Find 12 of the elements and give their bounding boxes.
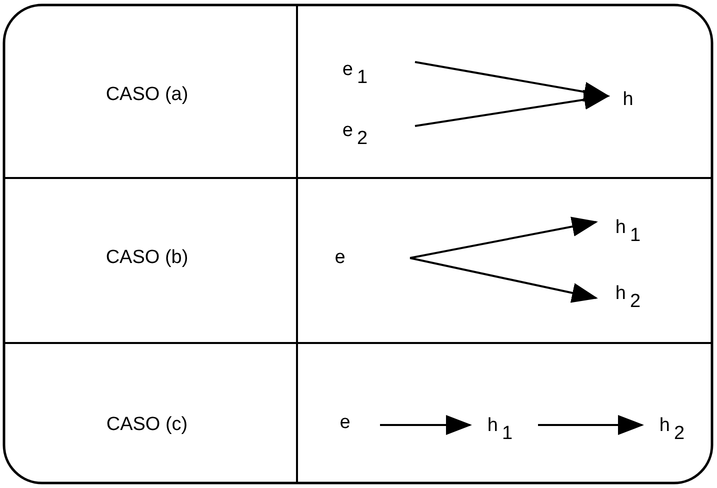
- variable-label: e: [320, 238, 360, 278]
- row-label: CASO (a): [106, 84, 188, 106]
- arrow: [410, 257, 598, 303]
- row-label: CASO (b): [106, 247, 188, 269]
- variable-label: e: [325, 403, 365, 443]
- arrow: [414, 90, 610, 127]
- variable-label: h: [608, 80, 648, 120]
- arrow: [414, 61, 610, 102]
- arrow: [380, 415, 472, 435]
- arrow: [538, 415, 644, 435]
- row-label: CASO (c): [106, 414, 188, 436]
- arrow: [410, 216, 598, 259]
